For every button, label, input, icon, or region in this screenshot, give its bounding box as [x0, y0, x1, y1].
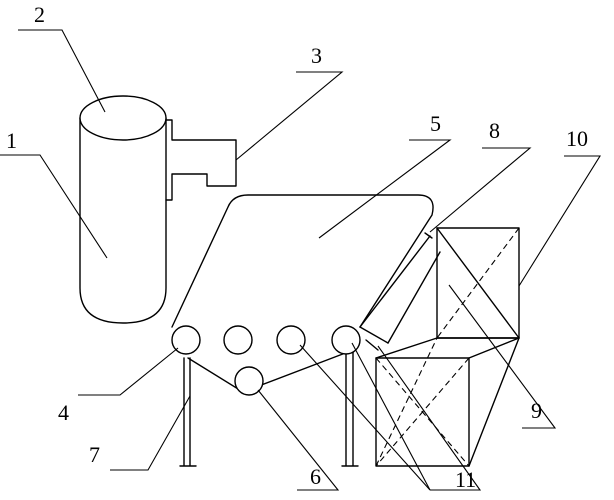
- roller-5: [234, 366, 264, 396]
- chute: [359, 232, 441, 344]
- cylinder-tank: [79, 95, 167, 324]
- label-10: 10: [566, 126, 588, 151]
- label-3: 3: [311, 43, 322, 68]
- label-6: 6: [310, 464, 321, 489]
- label-7: 7: [89, 442, 100, 467]
- cylinder-top: [79, 95, 167, 141]
- label-8: 8: [489, 118, 500, 143]
- conveyor-belt: [171, 194, 434, 393]
- label-9: 9: [531, 398, 542, 423]
- upper-box: [436, 227, 520, 339]
- roller-2: [223, 325, 253, 355]
- part-labels: 2 1 3 5 8 10 9 4 7 6 11: [6, 2, 588, 492]
- roller-1: [171, 325, 201, 355]
- label-1: 1: [6, 128, 17, 153]
- leader-lines: [0, 29, 601, 491]
- label-4: 4: [58, 400, 69, 425]
- label-5: 5: [430, 111, 441, 136]
- label-11: 11: [455, 467, 476, 492]
- roller-3: [276, 325, 306, 355]
- label-2: 2: [34, 2, 45, 27]
- rollers: [171, 325, 361, 396]
- lower-box: [375, 337, 520, 467]
- outlet-pipe: [165, 119, 237, 201]
- roller-4: [331, 325, 361, 355]
